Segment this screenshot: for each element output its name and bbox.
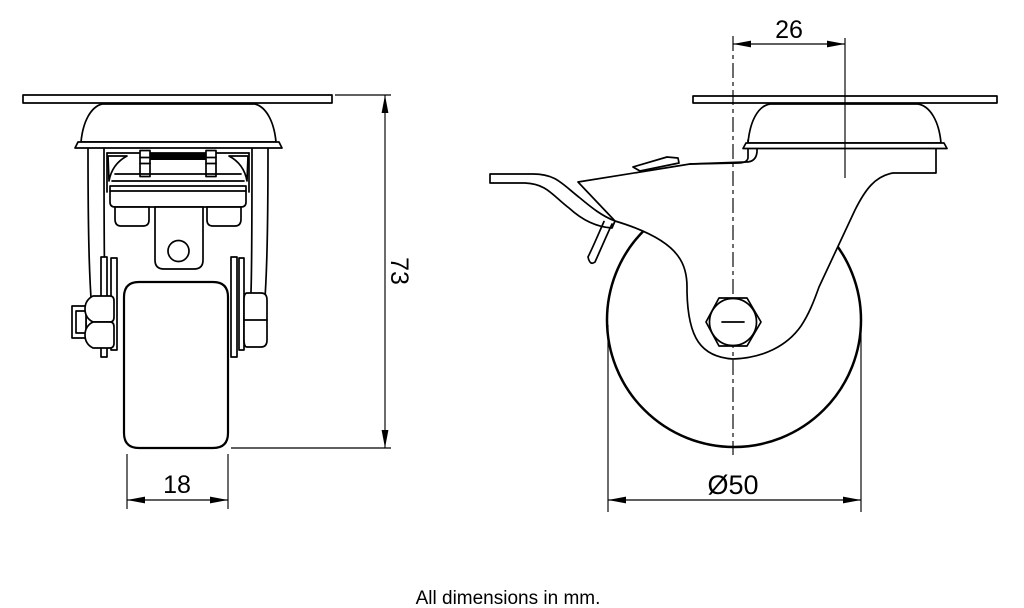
front-view: 18 73 <box>22 94 413 509</box>
arrow-left <box>608 496 626 504</box>
brake-lever-bar <box>489 173 616 229</box>
right-leg-inner-edge <box>250 147 253 293</box>
front-swivel-dome <box>80 103 277 143</box>
arrow-right <box>827 40 845 48</box>
dim-swivel-offset-label: 26 <box>775 16 803 44</box>
arrow-bottom <box>381 430 389 448</box>
brake-bar <box>148 153 208 160</box>
brake-bolt-right-lines <box>205 156 217 165</box>
hex-nut-lower-flat <box>84 321 115 349</box>
side-neck-left-fillet <box>689 147 758 165</box>
front-axle-bolt <box>71 292 268 349</box>
arrow-top <box>381 95 389 113</box>
brake-bolt-left <box>139 149 151 178</box>
housing-right-corner-gusset <box>228 155 249 182</box>
brake-bolt-right <box>205 149 217 178</box>
arrow-right <box>210 496 228 504</box>
dim-wheel-diameter: Ø50 <box>607 325 862 512</box>
center-tongue <box>154 206 204 270</box>
dim-overall-height-label: 73 <box>385 257 413 285</box>
caption: All dimensions in mm. <box>416 588 601 608</box>
bolt-head-inner <box>75 310 87 334</box>
bracket-shoulder-right <box>206 206 242 227</box>
dim-wheel-diameter-label: Ø50 <box>707 470 758 500</box>
front-swivel-housing <box>106 149 250 270</box>
arrow-left <box>733 40 751 48</box>
brake-bolt-left-lines <box>139 156 151 165</box>
washer-right-outer <box>230 256 238 358</box>
front-mounting-plate <box>22 94 333 104</box>
arrow-right <box>843 496 861 504</box>
dim-wheel-width: 18 <box>126 454 229 509</box>
arrow-left <box>127 496 145 504</box>
bracket-shoulder-left <box>114 206 150 227</box>
tongue-hole <box>167 239 190 263</box>
front-dome-rim <box>74 141 283 149</box>
dim-swivel-offset: 26 <box>733 16 846 178</box>
brake-pedal-tab <box>632 156 680 172</box>
side-view: 26 Ø50 <box>489 16 998 512</box>
dim-wheel-width-label: 18 <box>163 471 191 499</box>
dim-overall-height: 73 <box>231 94 413 449</box>
brake-lever <box>489 156 680 265</box>
side-axle-nut <box>705 297 762 347</box>
brake-spring-hook <box>587 220 613 265</box>
housing-left-corner-gusset <box>107 155 128 182</box>
fork-bracket-plate <box>109 185 247 208</box>
hex-nut-upper-flat <box>84 295 115 323</box>
front-wheel <box>122 280 230 450</box>
